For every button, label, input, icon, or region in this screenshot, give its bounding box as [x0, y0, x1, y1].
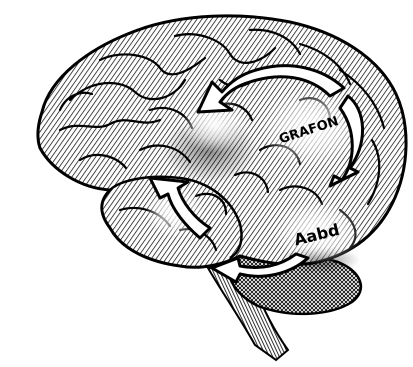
- brain-illustration: GRAFON Aabd: [0, 0, 413, 367]
- brain-svg: GRAFON Aabd: [0, 0, 413, 367]
